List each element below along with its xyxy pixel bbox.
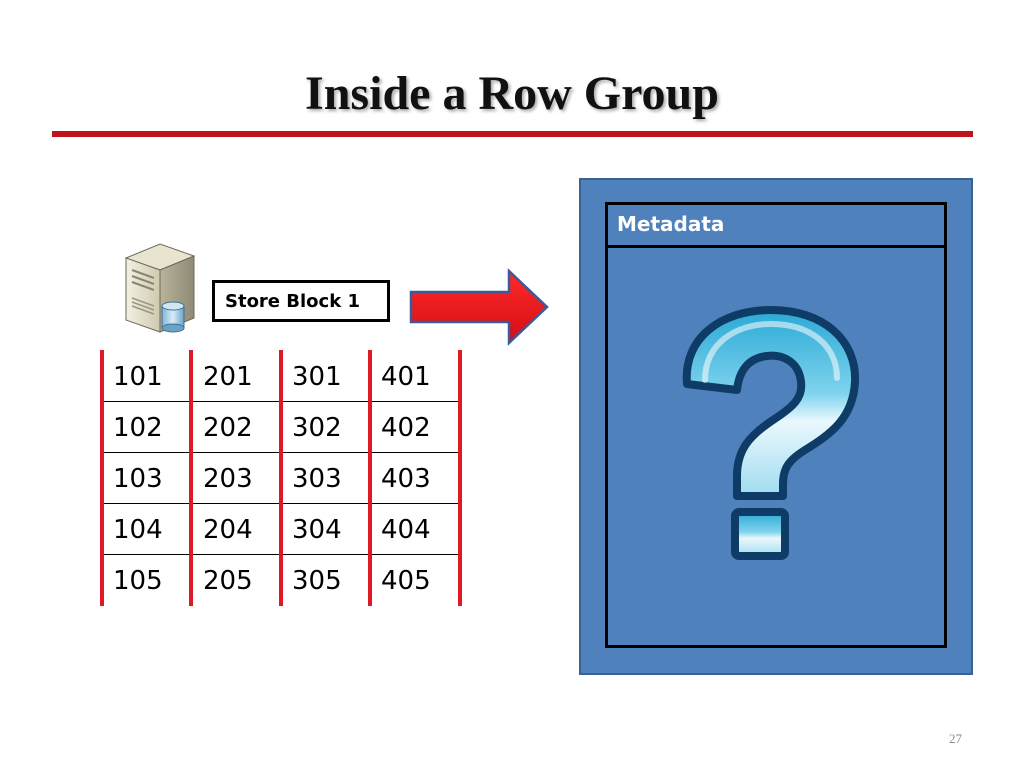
column-border: [100, 350, 104, 606]
row-group-grid: 101 102 103 104 105 201 202 203 204 205 …: [100, 350, 462, 606]
grid-cell: 105: [113, 565, 163, 596]
column-border: [279, 350, 283, 606]
grid-cell: 303: [292, 463, 342, 494]
title-underline: [52, 131, 973, 137]
column-border: [458, 350, 462, 606]
grid-cell: 104: [113, 514, 163, 545]
grid-cell: 304: [292, 514, 342, 545]
grid-cell: 103: [113, 463, 163, 494]
slide-title: Inside a Row Group: [305, 67, 719, 120]
column-border: [368, 350, 372, 606]
grid-cell: 405: [381, 565, 431, 596]
grid-cell: 401: [381, 361, 431, 392]
grid-cell: 101: [113, 361, 163, 392]
grid-cell: 204: [203, 514, 253, 545]
question-mark-icon: [682, 306, 860, 560]
metadata-box: [605, 202, 947, 648]
right-arrow-icon: [409, 268, 549, 346]
grid-cell: 404: [381, 514, 431, 545]
grid-cell: 403: [381, 463, 431, 494]
grid-cell: 205: [203, 565, 253, 596]
store-block-label: Store Block 1: [212, 280, 390, 322]
metadata-header: Metadata: [605, 202, 947, 248]
grid-cell: 305: [292, 565, 342, 596]
grid-cell: 203: [203, 463, 253, 494]
grid-cell: 102: [113, 412, 163, 443]
grid-cell: 202: [203, 412, 253, 443]
grid-cell: 302: [292, 412, 342, 443]
page-number: 27: [949, 731, 962, 746]
grid-cell: 201: [203, 361, 253, 392]
grid-cell: 301: [292, 361, 342, 392]
server-database-icon: [124, 243, 196, 333]
column-border: [189, 350, 193, 606]
grid-cell: 402: [381, 412, 431, 443]
